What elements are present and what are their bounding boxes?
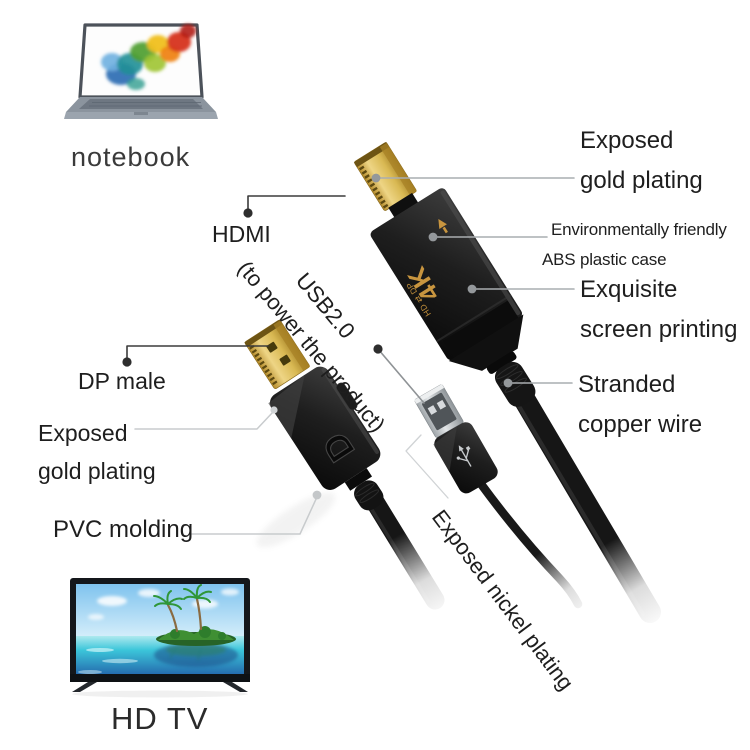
abs-case-label-line1: Environmentally friendly [551, 220, 727, 239]
palm-trees [153, 584, 212, 633]
screen-printing-label: Exquisite screen printing [580, 276, 738, 343]
usb-callout-dot [373, 344, 383, 354]
dp-connector-assembly: D [244, 319, 384, 511]
copper-callout-dot [503, 378, 513, 388]
hdmi-adapter-assembly: 4K HD ⇄ DP [353, 141, 536, 407]
notebook-label: notebook [71, 142, 191, 172]
gold-top-callout-dot [371, 173, 381, 183]
copper-wire-label: Stranded copper wire [578, 371, 703, 438]
adapter-case: 4K HD ⇄ DP [370, 188, 523, 360]
hdmi-label: HDMI [212, 221, 271, 247]
nickel-callout-bracket [405, 434, 449, 499]
hdmi-strain-relief [494, 361, 536, 407]
gold-plating-top-label: Exposed gold plating [580, 127, 703, 194]
ink-splash-image [101, 24, 196, 90]
usb-trident-icon [456, 445, 472, 467]
leader-lines [122, 173, 575, 535]
pvc-callout-dot [312, 490, 322, 500]
hdmi-callout-dot [243, 208, 253, 218]
abs-callout-dot [428, 232, 438, 242]
cable-fadeouts [378, 522, 684, 643]
gold-plating-left-label: Exposed gold plating [38, 420, 156, 484]
dp-strain-relief [344, 468, 384, 511]
notebook-illustration [64, 23, 218, 119]
dp-male-callout-dot [122, 357, 132, 367]
usb-connector-assembly [414, 384, 498, 494]
tv-screen-image [76, 584, 244, 676]
abs-case-label-line2: ABS plastic case [542, 250, 667, 269]
pvc-molding-label: PVC molding [53, 516, 194, 543]
insertion-arrow-icon [438, 218, 448, 234]
dp-gold-plug [244, 319, 311, 389]
hdmi-gold-plug [353, 141, 417, 211]
dp-male-label: DP male [78, 368, 166, 394]
usb-plug [414, 384, 464, 438]
printing-callout-dot [467, 284, 477, 294]
gold-left-callout-dot [270, 406, 278, 414]
hd-tv-label: HD TV [111, 701, 209, 736]
tv-illustration [70, 578, 250, 698]
dp-plug-body: D [268, 366, 381, 490]
usb-plug-body [433, 422, 498, 494]
